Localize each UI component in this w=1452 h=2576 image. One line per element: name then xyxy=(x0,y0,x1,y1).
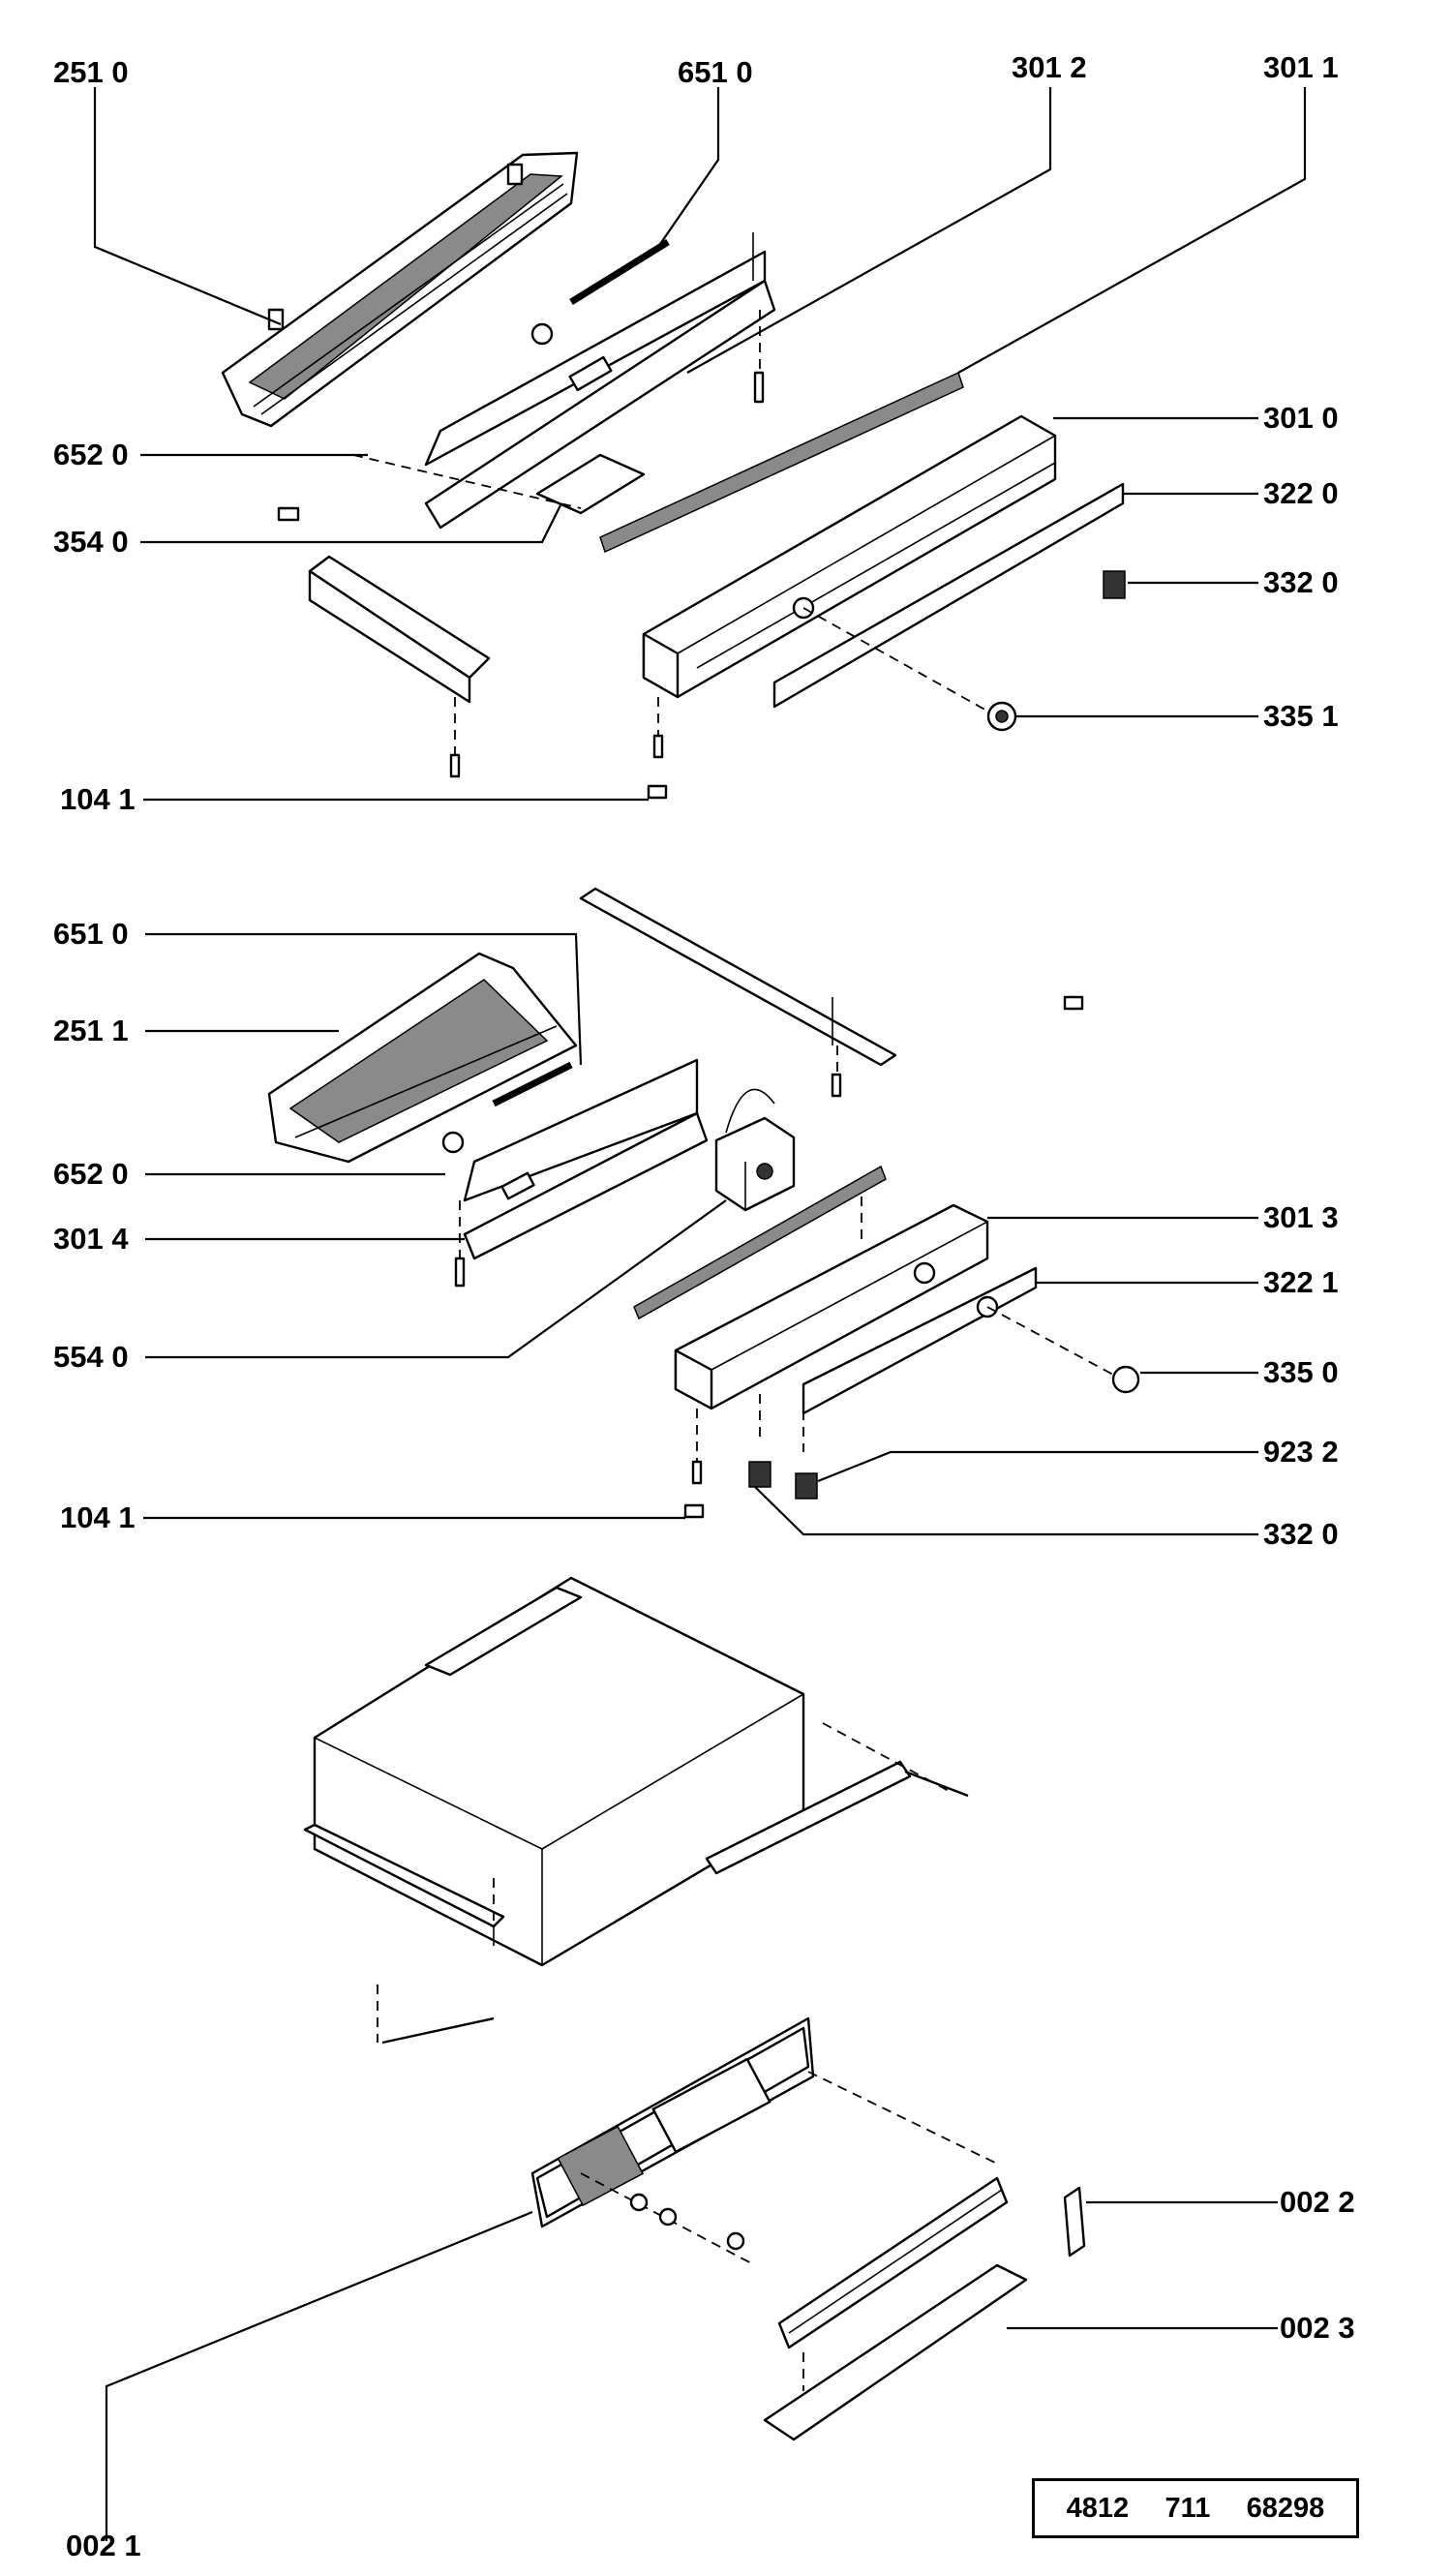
part-bracket-rail xyxy=(424,232,776,530)
callout-251-1: 251 1 xyxy=(53,1014,129,1047)
callout-104-1-top: 104 1 xyxy=(60,782,136,816)
callout-554-0: 554 0 xyxy=(53,1340,129,1374)
part-foam-strip xyxy=(599,371,964,554)
part-plate xyxy=(535,453,646,515)
part-rod xyxy=(569,239,670,305)
callout-301-2: 301 2 xyxy=(1012,50,1087,84)
part-duct-2 xyxy=(674,1203,989,1410)
callout-652-0-top: 652 0 xyxy=(53,438,129,471)
part-grille-cover-2 xyxy=(267,952,578,1164)
part-foot xyxy=(647,784,668,800)
part-grille-cover xyxy=(221,151,579,428)
part-rod-2 xyxy=(492,1061,573,1107)
callout-301-4: 301 4 xyxy=(53,1222,129,1256)
callout-301-1: 301 1 xyxy=(1263,50,1339,84)
doc-number-part3: 68298 xyxy=(1246,2492,1325,2524)
callout-104-1-mid: 104 1 xyxy=(60,1500,136,1534)
callout-651-0-mid: 651 0 xyxy=(53,917,129,951)
section-middle-assembly xyxy=(267,887,1140,1519)
callout-002-3: 002 3 xyxy=(1280,2311,1355,2345)
leader-lines-upper xyxy=(93,87,1307,802)
part-knob-2 xyxy=(1111,1365,1140,1394)
part-clip xyxy=(1103,570,1126,599)
part-side-bracket xyxy=(705,1760,912,1875)
part-main-duct xyxy=(642,414,1057,699)
callout-301-0: 301 0 xyxy=(1263,401,1339,435)
callout-251-0: 251 0 xyxy=(53,55,129,89)
part-bracket-2 xyxy=(441,1058,709,1260)
callout-labels: 251 0 651 0 301 2 301 1 301 0 322 0 652 … xyxy=(53,50,1355,2562)
callout-923-2: 923 2 xyxy=(1263,1435,1339,1469)
callout-332-0-mid: 332 0 xyxy=(1263,1517,1339,1551)
part-rear-strip xyxy=(772,482,1125,709)
callout-335-1: 335 1 xyxy=(1263,699,1339,733)
doc-number-part2: 711 xyxy=(1165,2492,1211,2524)
part-motor-unit xyxy=(714,1088,796,1212)
section-upper-assembly xyxy=(221,151,1126,800)
part-end-piece xyxy=(1063,2186,1086,2258)
part-knob xyxy=(802,607,1017,732)
callout-002-2: 002 2 xyxy=(1280,2185,1355,2219)
callout-322-0: 322 0 xyxy=(1263,476,1339,510)
leader-lines-lower xyxy=(105,2200,1278,2541)
part-housing-box xyxy=(313,1576,805,1967)
part-long-bar xyxy=(579,887,897,1067)
part-trim-strip xyxy=(763,2263,1028,2441)
part-lower-bracket xyxy=(308,555,491,704)
leader-lines-middle xyxy=(143,932,1258,1536)
callout-354-0: 354 0 xyxy=(53,525,129,559)
callout-332-0-top: 332 0 xyxy=(1263,565,1339,599)
part-clip-3 xyxy=(795,1472,818,1500)
callout-652-0-mid: 652 0 xyxy=(53,1157,129,1191)
part-foam-strip-2 xyxy=(633,1165,887,1320)
callout-002-1: 002 1 xyxy=(66,2529,141,2562)
part-clip-2 xyxy=(748,1461,771,1488)
callout-335-0: 335 0 xyxy=(1263,1355,1339,1389)
doc-number-part1: 4812 xyxy=(1066,2492,1130,2524)
section-front-panel xyxy=(377,1985,1086,2441)
callout-301-3: 301 3 xyxy=(1263,1200,1339,1234)
document-number-box: 4812 711 68298 xyxy=(1032,2478,1359,2538)
section-housing xyxy=(303,1576,969,1967)
callout-651-0-top: 651 0 xyxy=(678,55,753,89)
callout-322-1: 322 1 xyxy=(1263,1265,1339,1299)
